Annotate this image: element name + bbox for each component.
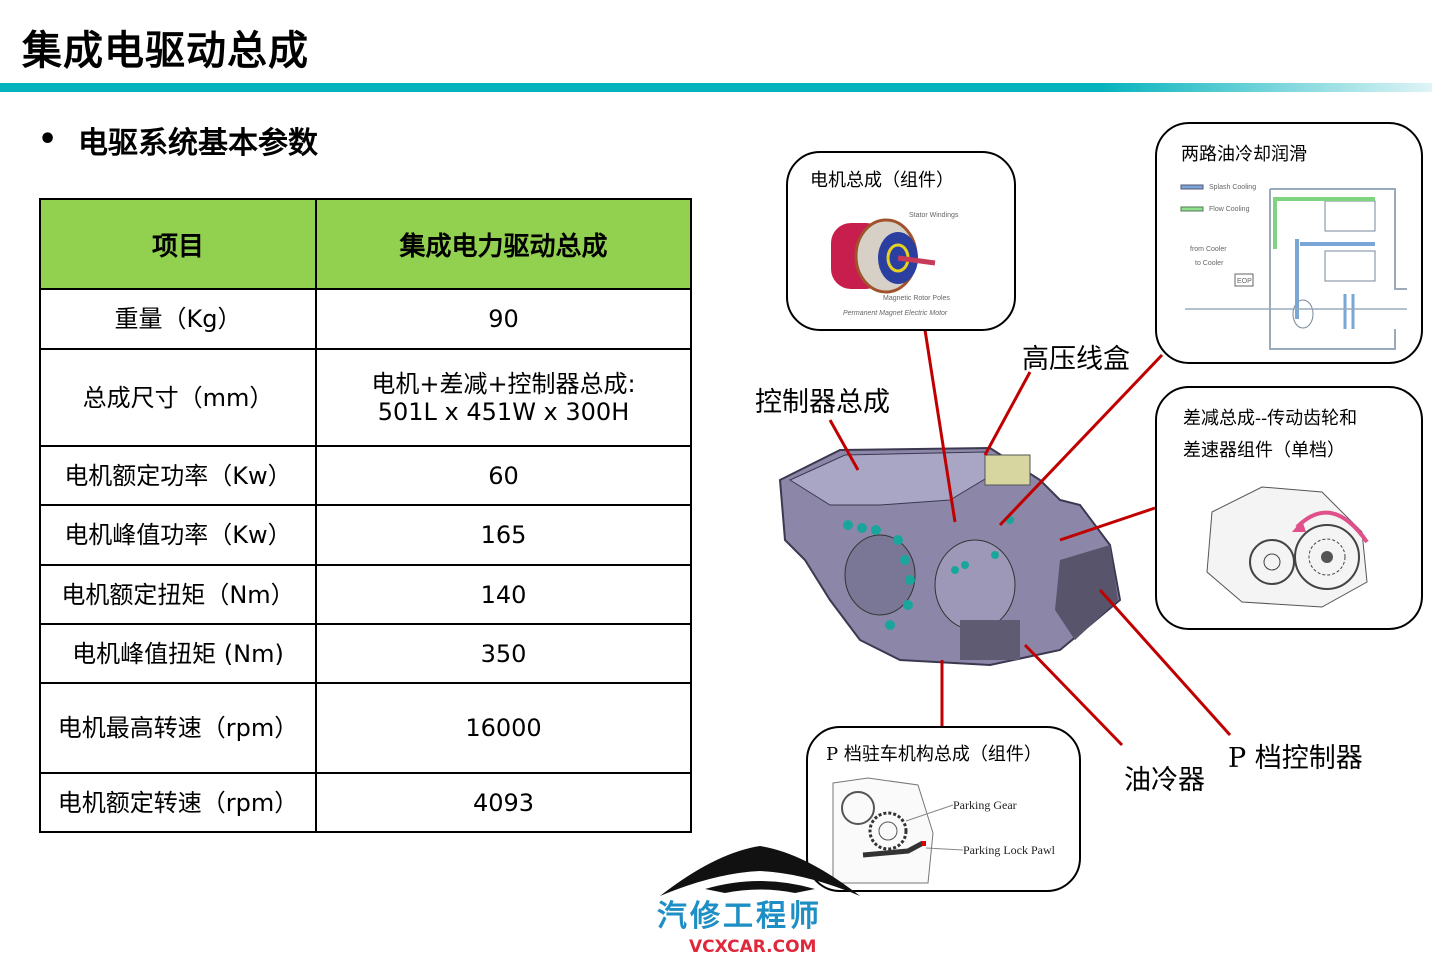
- row-value-line2: 501L x 451W x 300H: [377, 397, 630, 426]
- label-hv-box: 高压线盒: [1022, 344, 1130, 375]
- leader-lines: [828, 329, 1232, 747]
- row-item: 电机额定扭矩（Nm）: [39, 564, 317, 625]
- reducer-image: [1206, 486, 1369, 608]
- row-value: 350: [315, 623, 692, 684]
- cooling-callout-title: 两路油冷却润滑: [1181, 144, 1307, 165]
- table-row: 总成尺寸（mm）电机+差减+控制器总成:501L x 451W x 300H: [39, 348, 692, 447]
- row-value: 60: [315, 445, 692, 506]
- table-row: 电机最高转速（rpm）16000: [39, 682, 692, 774]
- to-cooler-label: to Cooler: [1195, 260, 1224, 267]
- row-item: 重量（Kg）: [39, 288, 317, 350]
- section-heading: 电驱系统基本参数: [78, 126, 318, 161]
- table-row: 重量（Kg）90: [39, 288, 692, 350]
- header-item: 项目: [39, 198, 317, 290]
- cooling-diagram: Splash Cooling Flow Cooling from Cooler …: [1180, 184, 1407, 350]
- motor-image: Stator Windings Magnetic Rotor Poles Per…: [831, 212, 959, 317]
- parking-callout-title: P 档驻车机构总成（组件）: [826, 744, 1042, 765]
- table-row: 电机峰值扭矩 (Nm)350: [39, 623, 692, 684]
- row-item: 电机额定转速（rpm）: [39, 772, 317, 833]
- page-title: 集成电驱动总成: [22, 28, 309, 74]
- table-row: 电机额定转速（rpm）4093: [39, 772, 692, 833]
- row-value: 16000: [315, 682, 692, 774]
- table-row: 电机额定扭矩（Nm）140: [39, 564, 692, 625]
- table-row: 电机额定功率（Kw）60: [39, 445, 692, 506]
- header-value: 集成电力驱动总成: [315, 198, 692, 290]
- stator-label: Stator Windings: [909, 212, 959, 219]
- motor-callout-title: 电机总成（组件）: [810, 170, 954, 191]
- label-p-controller: P 档控制器: [1228, 743, 1363, 774]
- table-row: 电机峰值功率（Kw）165: [39, 504, 692, 566]
- row-value: 90: [315, 288, 692, 350]
- label-oil-cooler: 油冷器: [1124, 765, 1205, 796]
- row-item: 电机峰值扭矩 (Nm): [39, 623, 317, 684]
- bullet: •: [38, 122, 58, 157]
- parking-pawl-label: Parking Lock Pawl: [963, 843, 1056, 857]
- watermark-cn: 汽修工程师: [657, 899, 822, 934]
- row-value: 4093: [315, 772, 692, 833]
- row-value: 电机+差减+控制器总成:501L x 451W x 300H: [315, 348, 692, 447]
- row-value-line1: 电机+差减+控制器总成:: [371, 369, 636, 398]
- title-accent-bar: [0, 83, 1432, 92]
- row-value: 165: [315, 504, 692, 566]
- row-value: 140: [315, 564, 692, 625]
- row-item: 总成尺寸（mm）: [39, 348, 317, 447]
- watermark-url: VCXCAR.COM: [689, 937, 817, 957]
- row-item: 电机额定功率（Kw）: [39, 445, 317, 506]
- from-cooler-label: from Cooler: [1190, 246, 1227, 253]
- label-controller: 控制器总成: [755, 387, 890, 418]
- eop-label: EOP: [1237, 278, 1252, 285]
- flow-label: Flow Cooling: [1209, 206, 1250, 213]
- row-item: 电机峰值功率（Kw）: [39, 504, 317, 566]
- row-item: 电机最高转速（rpm）: [39, 682, 317, 774]
- motor-callout: 电机总成（组件） Stator Windings Magnetic Rotor …: [786, 151, 1016, 331]
- reducer-callout: 差减总成--传动齿轮和 差速器组件（单档）: [1155, 386, 1423, 630]
- watermark-logo: 汽修工程师 VCXCAR.COM: [655, 843, 865, 957]
- motor-caption: Permanent Magnet Electric Motor: [843, 310, 948, 317]
- reducer-title-line1: 差减总成--传动齿轮和: [1183, 408, 1358, 429]
- splash-label: Splash Cooling: [1209, 184, 1256, 191]
- cooling-callout: 两路油冷却润滑 Splash Cooling Flow Cooling from…: [1155, 122, 1423, 364]
- rotor-label: Magnetic Rotor Poles: [883, 295, 950, 302]
- parameter-table: 项目 集成电力驱动总成 重量（Kg）90 总成尺寸（mm）电机+差减+控制器总成…: [39, 198, 692, 833]
- car-logo-icon: [660, 846, 860, 896]
- parking-gear-label: Parking Gear: [953, 798, 1017, 812]
- reducer-title-line2: 差速器组件（单档）: [1183, 440, 1345, 461]
- table-header-row: 项目 集成电力驱动总成: [39, 198, 692, 290]
